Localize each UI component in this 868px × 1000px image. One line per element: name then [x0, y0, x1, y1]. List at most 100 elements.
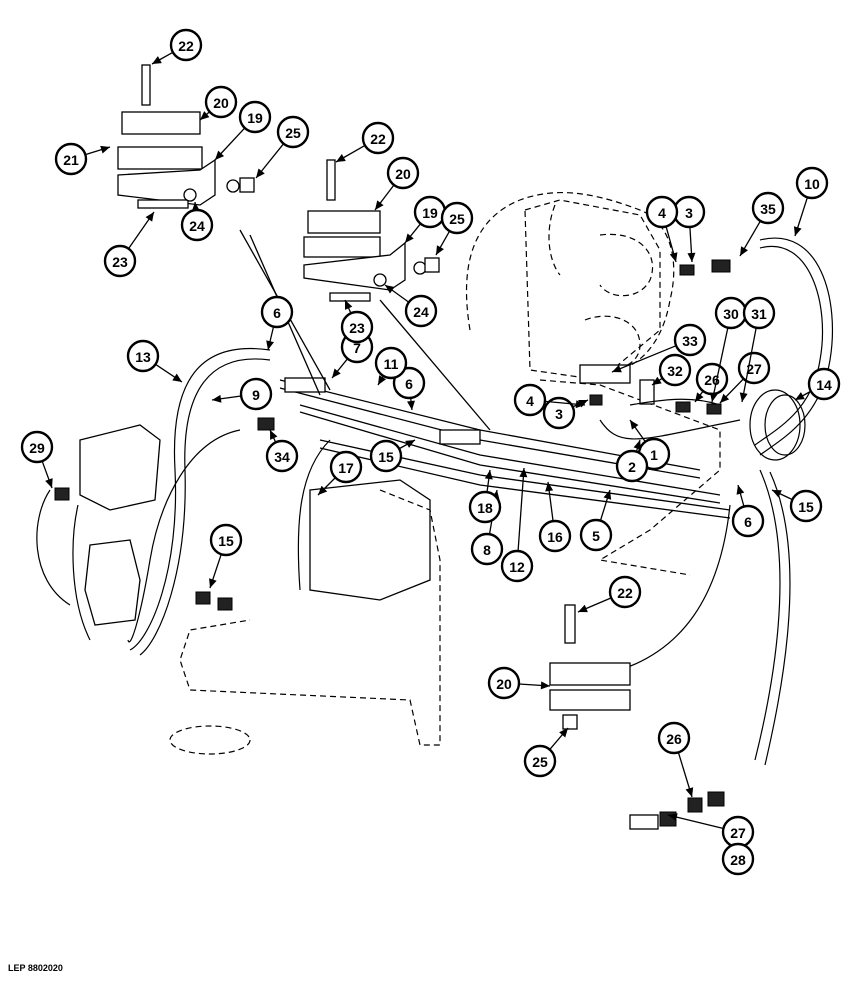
callout-arrowhead — [484, 470, 493, 480]
fitting-26 — [675, 401, 691, 413]
callout-number: 8 — [483, 542, 491, 558]
line-art — [36, 64, 833, 830]
callout-24: 24 — [384, 284, 438, 328]
callout-number: 25 — [449, 211, 465, 227]
bolt-23b — [329, 292, 371, 302]
callout-circle — [795, 166, 829, 200]
callout-circle — [238, 100, 272, 134]
callout-number: 2 — [628, 459, 636, 475]
clamp-half-top — [121, 111, 201, 135]
callout-arrowhead — [603, 490, 612, 500]
callout-circle — [615, 449, 649, 483]
callout-35: 35 — [739, 191, 785, 257]
callout-number: 28 — [730, 852, 746, 868]
callout-number: 34 — [274, 449, 290, 465]
callout-15: 15 — [369, 439, 416, 473]
callout-circle — [204, 85, 238, 119]
bolt-22b — [326, 159, 336, 201]
callout-arrowhead — [687, 252, 696, 262]
callout-25: 25 — [435, 201, 474, 256]
callout-number: 17 — [338, 460, 354, 476]
callout-circle — [608, 575, 642, 609]
callout-arrowhead — [266, 340, 274, 350]
callout-4: 4 — [645, 195, 679, 263]
callout-number: 23 — [112, 254, 128, 270]
callout-number: 25 — [285, 125, 301, 141]
callout-arrowhead — [668, 813, 678, 822]
callout-30: 30 — [709, 296, 748, 403]
callout-number: 22 — [370, 131, 386, 147]
callout-15: 15 — [771, 489, 823, 523]
callout-number: 30 — [723, 306, 739, 322]
hose-10 — [754, 245, 824, 446]
callout-number: 13 — [135, 349, 151, 365]
callout-arrowhead — [559, 728, 568, 738]
callout-circle — [513, 383, 547, 417]
callout-number: 9 — [252, 387, 260, 403]
callout-arrowhead — [772, 490, 782, 498]
pipe-clamp — [284, 377, 326, 393]
callout-arrowhead — [145, 212, 154, 222]
callout-13: 13 — [126, 339, 183, 383]
callout-34: 34 — [265, 429, 299, 473]
figure-reference: LEP 8802020 — [8, 963, 63, 973]
control-valve-left — [79, 424, 161, 511]
callout-5: 5 — [579, 489, 613, 552]
callout-19: 19 — [404, 195, 447, 244]
callout-3: 3 — [542, 396, 589, 430]
callout-circle — [658, 353, 692, 387]
callout-circle — [169, 28, 203, 62]
fitting-34 — [257, 417, 275, 431]
callout-arrowhead — [270, 430, 278, 440]
pump-housing-outline — [524, 199, 661, 381]
callout-circle — [361, 121, 395, 155]
hose-14-coil — [749, 389, 801, 461]
callout-arrowhead — [375, 200, 384, 210]
callout-21: 21 — [54, 142, 111, 176]
callout-number: 20 — [395, 166, 411, 182]
callout-arrowhead — [669, 252, 678, 262]
nut-25c — [562, 714, 578, 730]
hose-5 — [599, 419, 741, 440]
callout-8: 8 — [470, 489, 504, 566]
callout-26: 26 — [657, 721, 694, 798]
callout-arrowhead — [695, 392, 704, 402]
bolt-23 — [137, 199, 189, 209]
callout-number: 15 — [218, 533, 234, 549]
nut-25 — [239, 177, 255, 193]
washer-24c — [373, 273, 387, 287]
callout-number: 6 — [744, 514, 752, 530]
callout-arrowhead — [736, 485, 745, 495]
hose-33 — [629, 398, 721, 406]
callout-circle — [180, 208, 214, 242]
callout-number: 19 — [247, 110, 263, 126]
callout-number: 5 — [592, 528, 600, 544]
callout-arrowhead — [740, 246, 748, 256]
callout-number: 31 — [751, 306, 767, 322]
callout-arrowhead — [540, 681, 550, 690]
callout-17: 17 — [317, 450, 363, 496]
clamp-half-bottom — [117, 146, 203, 170]
fitting-26b — [687, 797, 703, 813]
clamp-half-top-2 — [307, 210, 381, 234]
fitting-27c — [707, 791, 725, 807]
callout-circle — [657, 721, 691, 755]
callout-leader — [711, 327, 729, 403]
callout-number: 22 — [617, 585, 633, 601]
callout-25: 25 — [255, 115, 310, 179]
callout-arrowhead — [256, 168, 265, 178]
callout-23: 23 — [340, 299, 374, 344]
callout-arrowhead — [793, 226, 802, 236]
callout-number: 29 — [29, 440, 45, 456]
callout-arrowhead — [633, 440, 642, 450]
callout-20: 20 — [487, 666, 551, 700]
callout-arrowhead — [630, 420, 639, 430]
pump-detail — [548, 204, 561, 276]
callout-number: 7 — [353, 340, 361, 356]
callout-arrowhead — [407, 400, 415, 410]
callout-leader — [611, 345, 677, 373]
callout-circle — [751, 191, 785, 225]
callout-18: 18 — [468, 469, 502, 524]
washer-24d — [413, 261, 427, 275]
callout-circle — [468, 490, 502, 524]
